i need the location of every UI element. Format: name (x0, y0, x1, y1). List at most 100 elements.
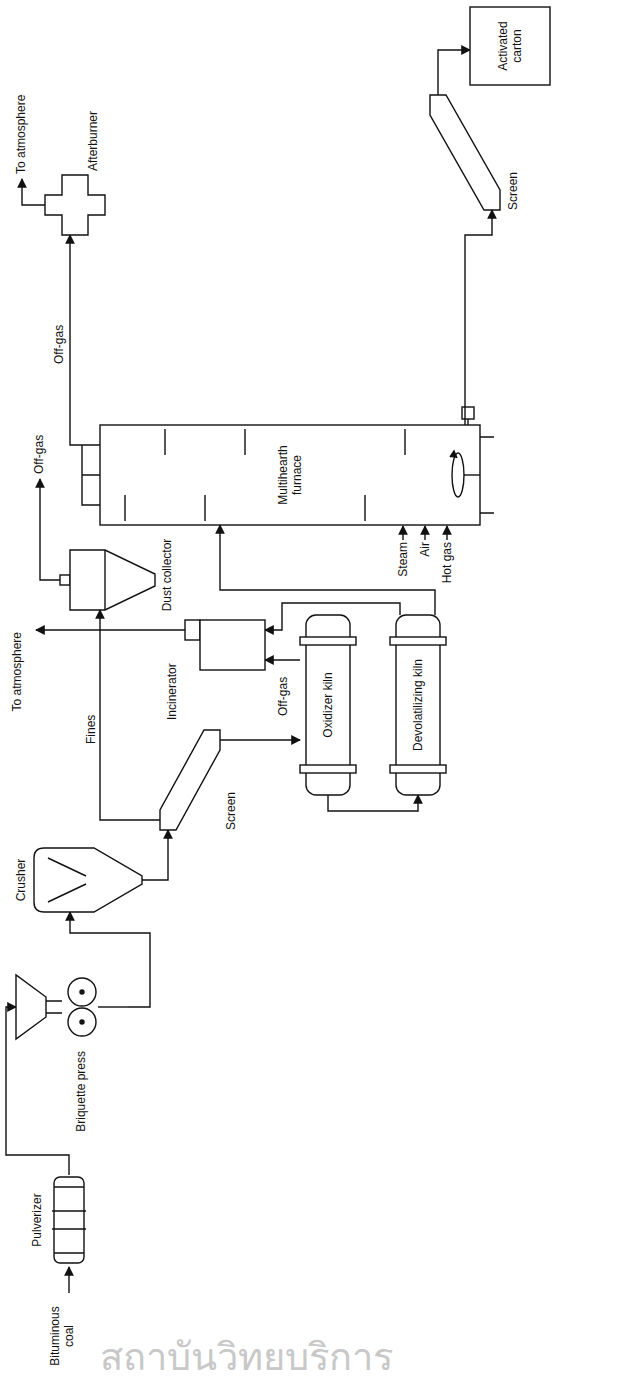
crusher-jaws (48, 858, 86, 902)
shape-frame (16, 967, 128, 1047)
rotary-kiln: Oxidizer kiln (300, 615, 356, 795)
screen: Screen (160, 730, 242, 830)
flow-arrow (220, 739, 300, 740)
shape-frame (45, 175, 105, 235)
bin-outline (470, 7, 550, 85)
shape-outline (160, 730, 220, 830)
press-roll (68, 978, 96, 1006)
inlet-arrow (424, 526, 425, 540)
cyclone-body (70, 550, 155, 610)
inlet-arrow (446, 526, 447, 540)
shape-outline (185, 620, 265, 670)
drive-shaft (467, 419, 468, 425)
furnace: Multihearth furnace (100, 425, 480, 525)
exhaust-stack (22, 179, 45, 205)
rotation-shaft (464, 474, 480, 475)
exhaust-stack (36, 629, 185, 630)
stream-label: Off-gas (32, 413, 46, 475)
press-outlet (98, 1006, 128, 1007)
kiln-tire (390, 765, 446, 773)
shape-outline (45, 175, 105, 235)
roll-axle (80, 1020, 84, 1024)
node-label: Screen (224, 770, 238, 830)
flow-arrow (220, 525, 435, 615)
drum-body (54, 1177, 84, 1263)
pulverizer: Pulverizer (30, 1175, 88, 1265)
node-label: Oxidizer kiln (321, 625, 335, 785)
flow-arrow (465, 210, 492, 425)
flow-arrow (70, 235, 100, 445)
drum-bands (52, 1187, 86, 1253)
shape-outline (52, 1175, 86, 1265)
node-label: Incinerator (165, 650, 179, 720)
vent-label: To atmosphere (10, 631, 24, 717)
gas-nozzles (82, 445, 100, 505)
dust-collector: Dust collector (60, 530, 192, 620)
inlet-label: Hot gas (440, 541, 454, 589)
rotary-kiln: Devolatilizing kiln (390, 615, 446, 795)
shape-outline (430, 95, 500, 210)
shape-frame (185, 620, 265, 670)
incinerator: Incinerator (165, 620, 265, 720)
afterburner: Afterburner (30, 95, 120, 235)
flow-arrow (70, 912, 150, 1007)
rotation-arrow (450, 451, 457, 458)
feed-hopper (16, 975, 46, 1039)
node-label: Activated carton (496, 12, 525, 80)
shape-frame (160, 730, 220, 830)
incinerator-top (185, 620, 200, 640)
flow-arrow (328, 795, 418, 811)
shape-outline (16, 967, 128, 1047)
node-label: Screen (506, 140, 520, 210)
shape-outline (60, 550, 155, 610)
feed-arrow (68, 1267, 69, 1293)
crusher: Crusher (14, 840, 142, 920)
drive-motor (462, 407, 474, 419)
rotation-mark (452, 453, 464, 497)
hopper-spout (46, 1001, 62, 1013)
furnace-legs (480, 437, 494, 513)
node-label: Multihearth furnace (276, 433, 305, 517)
briquette-press: Briquette press (16, 965, 128, 1135)
roll-axle (80, 990, 84, 994)
stream-label: Fines (84, 714, 98, 745)
crusher-body (34, 848, 142, 912)
inlet-arrow (402, 526, 403, 540)
shape-frame (34, 848, 142, 912)
product-bin: Activated carton (470, 7, 550, 85)
watermark: สถาบันวิทยบริการ (100, 1326, 393, 1385)
cyclone-outlet (60, 575, 70, 585)
screen-deck (430, 95, 500, 210)
flow-arrow (265, 659, 300, 660)
node-label: Afterburner (86, 95, 100, 171)
hearth-marks (125, 429, 405, 521)
inlet-label: Steam (396, 541, 410, 589)
shape-frame (52, 1175, 86, 1265)
shape-outline (34, 848, 142, 912)
stream-label: Off-gas (52, 324, 66, 365)
exhaust-line (40, 479, 60, 580)
furnace-shell (100, 425, 480, 525)
cyclone-seam (104, 550, 105, 610)
flow-arrow (438, 50, 470, 95)
node-label: Devolatilizing kiln (411, 625, 425, 785)
screen-deck (160, 730, 220, 830)
stream-label: Off-gas (276, 676, 290, 717)
flow-arrow (100, 610, 160, 820)
feed-label: Bituminous coal (48, 1295, 77, 1377)
kiln-tire (300, 637, 356, 645)
node-label: Pulverizer (30, 1175, 44, 1265)
inlet-label: Air (418, 541, 432, 589)
afterburner-body (45, 175, 105, 235)
node-label: Crusher (14, 840, 28, 920)
shape-frame (60, 550, 155, 610)
kiln-tire (300, 765, 356, 773)
flow-arrow (142, 830, 168, 880)
press-roll (68, 1008, 96, 1036)
vent-label: To atmosphere (14, 73, 28, 175)
node-label: Briquette press (74, 1051, 88, 1135)
shape-frame (430, 95, 500, 210)
screen: Screen (430, 90, 526, 210)
node-label: Dust collector (160, 530, 174, 620)
